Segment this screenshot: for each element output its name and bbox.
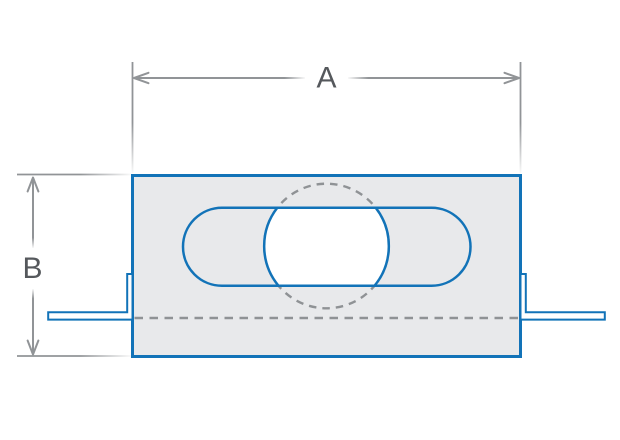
- dim-b-arrow-up-icon: [26, 176, 40, 193]
- dim-a-label: A: [316, 62, 336, 95]
- right-lead: [519, 273, 606, 321]
- left-lead: [47, 273, 134, 321]
- dim-b-label: B: [22, 252, 42, 285]
- slot-outline: [181, 206, 472, 287]
- dim-a-arrow-right-icon: [503, 71, 520, 85]
- circle-slot-intersection-cutout: [262, 206, 391, 287]
- dim-b-arrow-down-icon: [26, 339, 40, 356]
- dim-a-arrow-left-icon: [133, 71, 150, 85]
